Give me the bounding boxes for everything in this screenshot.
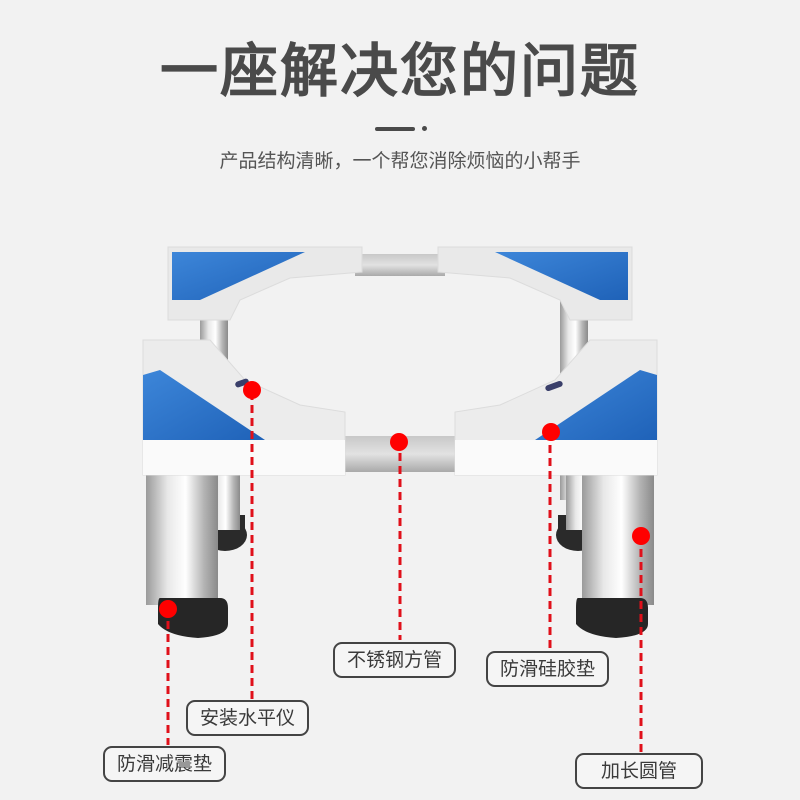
pad-front-left — [143, 370, 265, 440]
leg-front-left — [146, 470, 218, 605]
page-title: 一座解决您的问题 — [159, 37, 640, 105]
callout-dot-round-tube — [632, 527, 650, 545]
title-divider — [375, 127, 415, 131]
callout-label-silicone-pad: 防滑硅胶垫 — [486, 651, 610, 687]
pad-back-left — [172, 252, 305, 300]
callout-label-round-tube: 加长圆管 — [575, 753, 704, 789]
page-subtitle: 产品结构清晰，一个帮您消除烦恼的小帮手 — [219, 150, 581, 172]
level-bubble-left — [235, 378, 249, 388]
callout-dot-shock-foot — [159, 600, 177, 618]
callout-label-shock-foot: 防滑减震垫 — [103, 746, 227, 782]
callout-dot-level — [243, 381, 261, 399]
pad-front-right — [535, 370, 657, 440]
callout-dot-silicone-pad — [542, 423, 560, 441]
title-divider-dot — [422, 126, 427, 131]
level-bubble-right — [545, 380, 563, 392]
callout-label-square-tube: 不锈钢方管 — [333, 642, 457, 678]
foot-front-right — [576, 598, 648, 638]
pad-back-right — [495, 252, 628, 300]
callout-label-level: 安装水平仪 — [186, 700, 310, 736]
callout-dot-square-tube — [390, 433, 408, 451]
tube-back — [355, 254, 445, 276]
